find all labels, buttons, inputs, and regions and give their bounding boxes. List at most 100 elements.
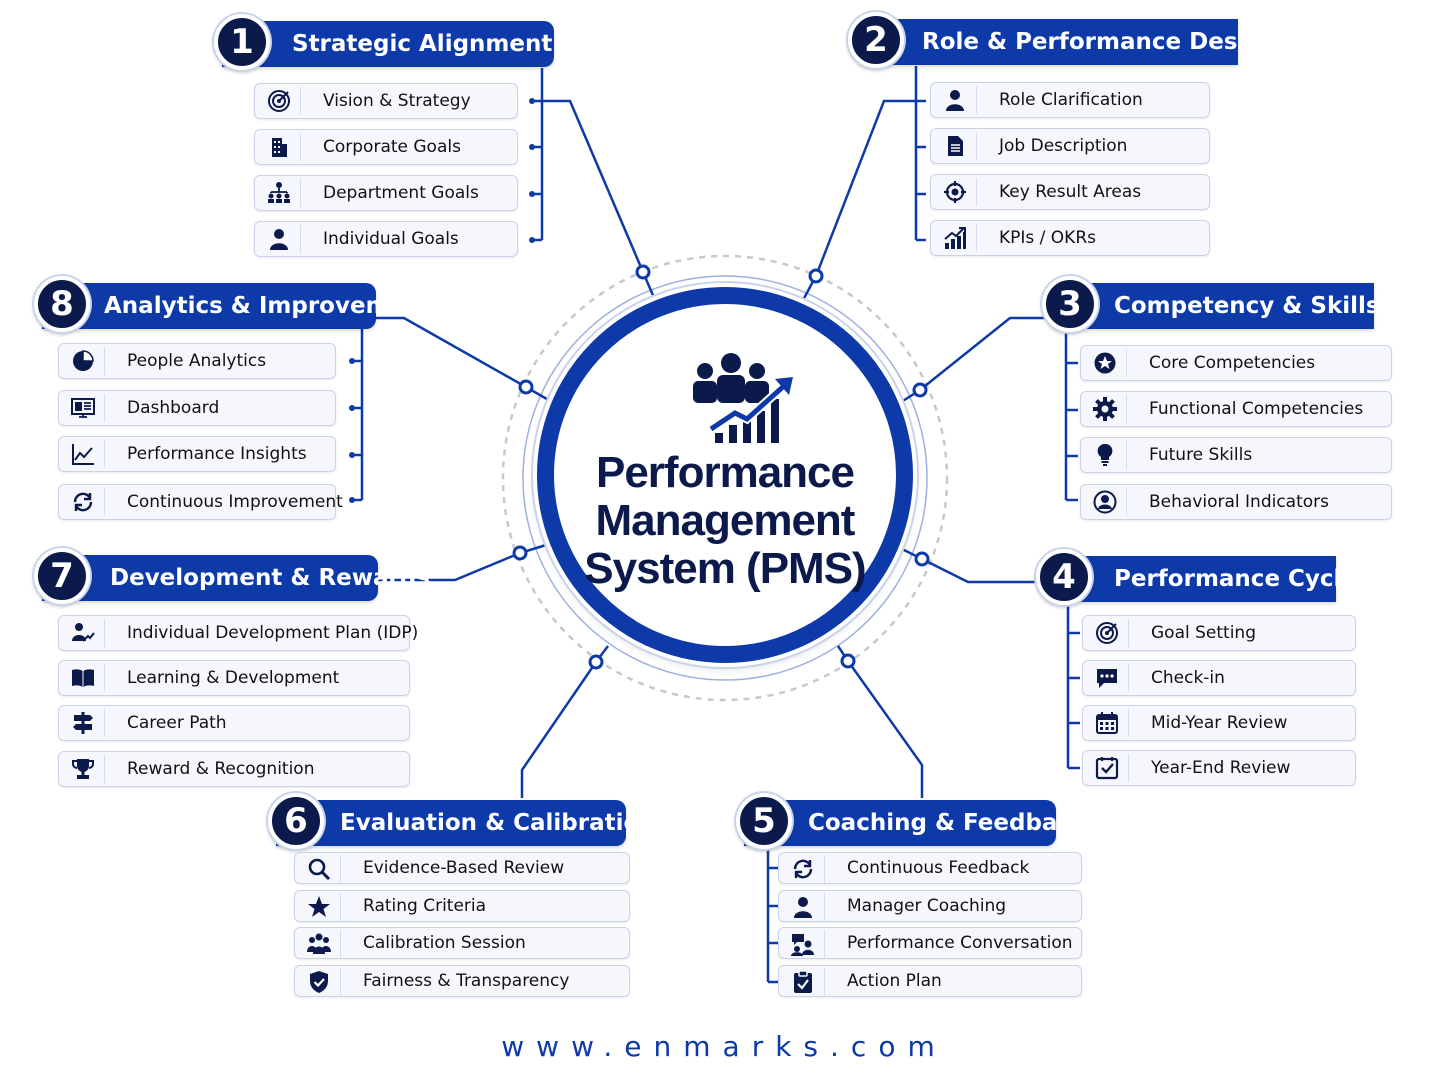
crosshair-icon [944, 181, 966, 203]
item-label: Individual Goals [323, 229, 459, 249]
person-icon [794, 897, 812, 918]
shield-check-icon [310, 971, 328, 993]
item-label: Job Description [999, 136, 1128, 156]
item-label: Performance Insights [127, 444, 307, 464]
section-5-number: 5 [736, 793, 792, 849]
target-icon [1096, 622, 1118, 644]
item-label: Action Plan [847, 971, 942, 991]
star-icon [308, 896, 330, 917]
team-growth-icon [693, 353, 793, 443]
item-people-analytics: People Analytics [58, 343, 336, 379]
item-rating-criteria: Rating Criteria [294, 890, 630, 922]
item-label: Rating Criteria [363, 896, 487, 916]
item-performance-insights: Performance Insights [58, 436, 336, 472]
item-label: People Analytics [127, 351, 267, 371]
item-reward-recognition: Reward & Recognition [58, 751, 410, 787]
section-3-number: 3 [1042, 276, 1098, 332]
item-label: Continuous Feedback [847, 858, 1030, 878]
checkbox-icon [1095, 757, 1119, 780]
conversation-icon [791, 934, 814, 956]
item-label: Reward & Recognition [127, 759, 315, 779]
item-department-goals: Department Goals [254, 175, 518, 211]
section-1-header: 1 Strategic Alignment [214, 14, 554, 70]
item-label: Individual Development Plan (IDP) [127, 623, 419, 643]
item-label: Core Competencies [1149, 353, 1316, 373]
section-4-number: 4 [1036, 549, 1092, 605]
footer-website: www.enmarks.com [501, 1030, 947, 1063]
section-8-title: Analytics & Improvement [104, 293, 433, 319]
item-check-in: Check-in [1082, 660, 1356, 696]
item-corporate-goals: Corporate Goals [254, 129, 518, 165]
item-continuous-improvement: Continuous Improvement [58, 484, 343, 520]
item-functional-competencies: Functional Competencies [1080, 391, 1392, 427]
section-1-number: 1 [214, 14, 270, 70]
item-label: Functional Competencies [1149, 399, 1364, 419]
center-circle: Performance Management System (PMS) [537, 287, 913, 663]
refresh-icon [73, 492, 93, 512]
item-manager-coaching: Manager Coaching [778, 890, 1082, 922]
section-6-title: Evaluation & Calibration [340, 810, 656, 836]
item-label: Behavioral Indicators [1149, 492, 1330, 512]
item-label: Check-in [1151, 668, 1225, 688]
star-badge-icon [1094, 352, 1116, 374]
section-3-title: Competency & Skills [1114, 293, 1380, 319]
item-continuous-feedback: Continuous Feedback [778, 852, 1082, 884]
item-label: Department Goals [323, 183, 479, 203]
item-label: Fairness & Transparency [363, 971, 570, 991]
growth-chart-icon [944, 227, 966, 249]
item-kpis-okrs: KPIs / OKRs [930, 220, 1210, 256]
section-7-number: 7 [34, 548, 90, 604]
section-4-title: Performance Cycle [1114, 566, 1358, 592]
item-future-skills: Future Skills [1080, 437, 1392, 473]
item-label: Vision & Strategy [323, 91, 471, 111]
item-role-clarification: Role Clarification [930, 82, 1210, 118]
dashboard-icon [71, 398, 95, 418]
item-key-result-areas: Key Result Areas [930, 174, 1210, 210]
gear-icon [1093, 397, 1117, 421]
item-label: Dashboard [127, 398, 220, 418]
document-icon [948, 136, 963, 156]
line-chart-icon [72, 444, 94, 465]
signpost-icon [73, 712, 93, 734]
pie-chart-icon [73, 350, 94, 371]
item-label: Learning & Development [127, 668, 340, 688]
search-icon [308, 858, 331, 881]
refresh-icon [793, 859, 813, 879]
item-learning-development: Learning & Development [58, 660, 410, 696]
item-label: KPIs / OKRs [999, 228, 1097, 248]
person-growth-icon [72, 623, 95, 642]
item-label: Goal Setting [1151, 623, 1256, 643]
section-3-header: 3 Competency & Skills [1042, 276, 1380, 332]
building-icon [272, 138, 287, 157]
target-icon [268, 90, 290, 112]
item-individual-development-plan: Individual Development Plan (IDP) [58, 615, 418, 651]
item-label: Mid-Year Review [1151, 713, 1288, 733]
item-mid-year-review: Mid-Year Review [1082, 705, 1356, 741]
section-8-number: 8 [34, 276, 90, 332]
item-core-competencies: Core Competencies [1080, 345, 1392, 381]
item-label: Evidence-Based Review [363, 858, 565, 878]
item-career-path: Career Path [58, 705, 410, 741]
group-icon [307, 933, 331, 954]
center-title: Performance Management System (PMS) [584, 448, 866, 593]
item-action-plan: Action Plan [778, 965, 1082, 997]
calendar-icon [1096, 712, 1118, 734]
item-label: Corporate Goals [323, 137, 461, 157]
user-circle-icon [1093, 490, 1117, 514]
item-goal-setting: Goal Setting [1082, 615, 1356, 651]
item-behavioral-indicators: Behavioral Indicators [1080, 484, 1392, 520]
section-2-title: Role & Performance Design [922, 29, 1279, 55]
item-calibration-session: Calibration Session [294, 927, 630, 959]
section-5-title: Coaching & Feedback [808, 810, 1087, 836]
section-2-number: 2 [848, 12, 904, 68]
section-4-header: 4 Performance Cycle [1036, 549, 1357, 605]
item-label: Year-End Review [1151, 758, 1291, 778]
item-label: Career Path [127, 713, 227, 733]
item-label: Future Skills [1149, 445, 1253, 465]
item-label: Role Clarification [999, 90, 1143, 110]
section-8-header: 8 Analytics & Improvement [34, 276, 433, 332]
item-vision-strategy: Vision & Strategy [254, 83, 518, 119]
section-6-number: 6 [268, 793, 324, 849]
person-icon [946, 90, 964, 111]
